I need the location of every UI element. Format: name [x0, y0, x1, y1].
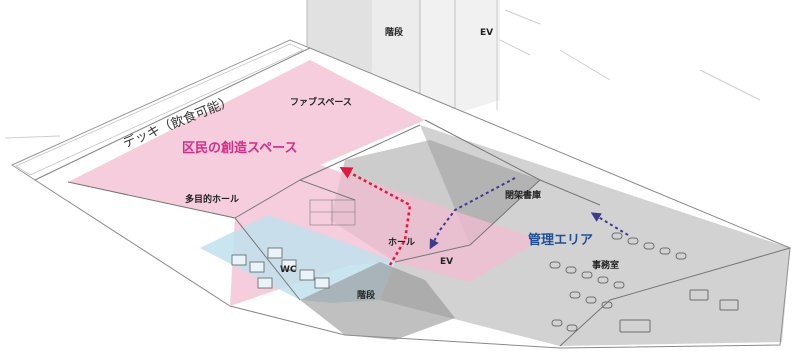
public-zone	[68, 60, 540, 306]
public-flow-arrow	[339, 167, 412, 266]
multipurpose-hall-label: 多目的ホール	[185, 193, 239, 205]
admin-flow-arrow-2	[590, 212, 629, 236]
wc-label: WC	[280, 265, 297, 275]
office-label: 事務室	[592, 259, 619, 271]
admin-zone-label: 管理エリア	[528, 232, 593, 248]
admin-zone	[380, 125, 790, 346]
stairs-bottom-zone	[300, 262, 455, 340]
hall-label: ホール	[388, 237, 415, 248]
wc-fixtures	[231, 247, 330, 289]
stairs-bottom-label: 階段	[357, 289, 376, 301]
shaft-right-face	[420, 0, 500, 125]
public-zone-label: 区民の創造スペース	[182, 140, 297, 156]
closed-stacks-label: 閉架書庫	[505, 189, 541, 201]
ev-top-label: EV	[480, 28, 493, 38]
background-lines	[4, 9, 761, 139]
office-desks	[549, 232, 739, 333]
hall-grid	[309, 199, 356, 226]
stairs-top-label: 階段	[385, 26, 404, 38]
fab-space-label: ファブスペース	[290, 96, 352, 108]
ev-lower-label: EV	[440, 257, 453, 267]
admin-flow-arrow-1	[429, 177, 516, 250]
room-walls	[67, 119, 791, 347]
